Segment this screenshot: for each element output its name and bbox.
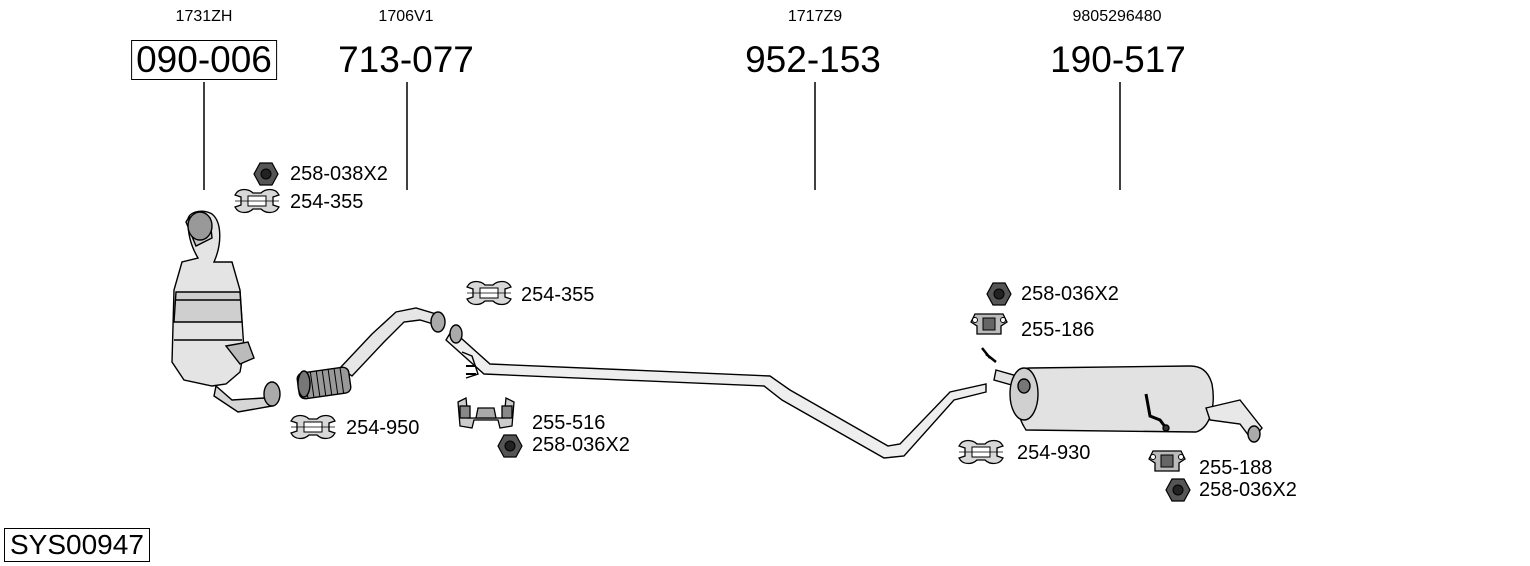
accessory-label[interactable]: 255-186 — [1021, 319, 1095, 341]
oem-ref-catalyst: 1731ZH — [175, 8, 233, 25]
part-number-front-pipe[interactable]: 713-077 — [338, 39, 474, 80]
nut-icon — [253, 162, 279, 186]
clamp-icon — [958, 439, 1004, 465]
accessory-label[interactable]: 258-036X2 — [1021, 283, 1119, 305]
rubber-mount-icon — [1148, 450, 1186, 472]
accessory-label[interactable]: 255-188 — [1199, 457, 1273, 479]
accessory-label[interactable]: 258-036X2 — [532, 434, 630, 456]
system-id-box: SYS00947 — [4, 528, 150, 562]
accessory-label[interactable]: 254-355 — [521, 284, 595, 306]
accessory-label[interactable]: 258-036X2 — [1199, 479, 1297, 501]
front-pipe-drawing — [296, 307, 446, 400]
bracket-icon — [457, 396, 515, 429]
nut-icon — [1165, 478, 1191, 502]
clamp-icon — [466, 280, 512, 306]
accessory-label[interactable]: 254-930 — [1017, 442, 1091, 464]
leader-lines — [203, 82, 1121, 190]
nut-icon — [986, 282, 1012, 306]
rear-silencer-drawing — [981, 347, 1263, 443]
middle-pipe-drawing — [445, 324, 987, 459]
oem-ref-rear-silencer: 9805296480 — [1072, 8, 1162, 25]
part-number-rear-silencer[interactable]: 190-517 — [1050, 39, 1186, 80]
clamp-icon — [234, 188, 280, 214]
clamp-icon — [290, 414, 336, 440]
accessory-label[interactable]: 258-038X2 — [290, 163, 388, 185]
accessory-label[interactable]: 254-950 — [346, 417, 420, 439]
accessory-label[interactable]: 255-516 — [532, 412, 606, 434]
nut-icon — [497, 434, 523, 458]
oem-ref-middle-pipe: 1717Z9 — [787, 8, 843, 25]
oem-ref-front-pipe: 1706V1 — [378, 8, 434, 25]
rubber-mount-icon — [970, 313, 1008, 335]
part-number-middle-pipe[interactable]: 952-153 — [745, 39, 881, 80]
accessory-label[interactable]: 254-355 — [290, 191, 364, 213]
catalytic-converter-drawing — [171, 210, 281, 413]
part-number-catalyst[interactable]: 090-006 — [131, 40, 277, 80]
